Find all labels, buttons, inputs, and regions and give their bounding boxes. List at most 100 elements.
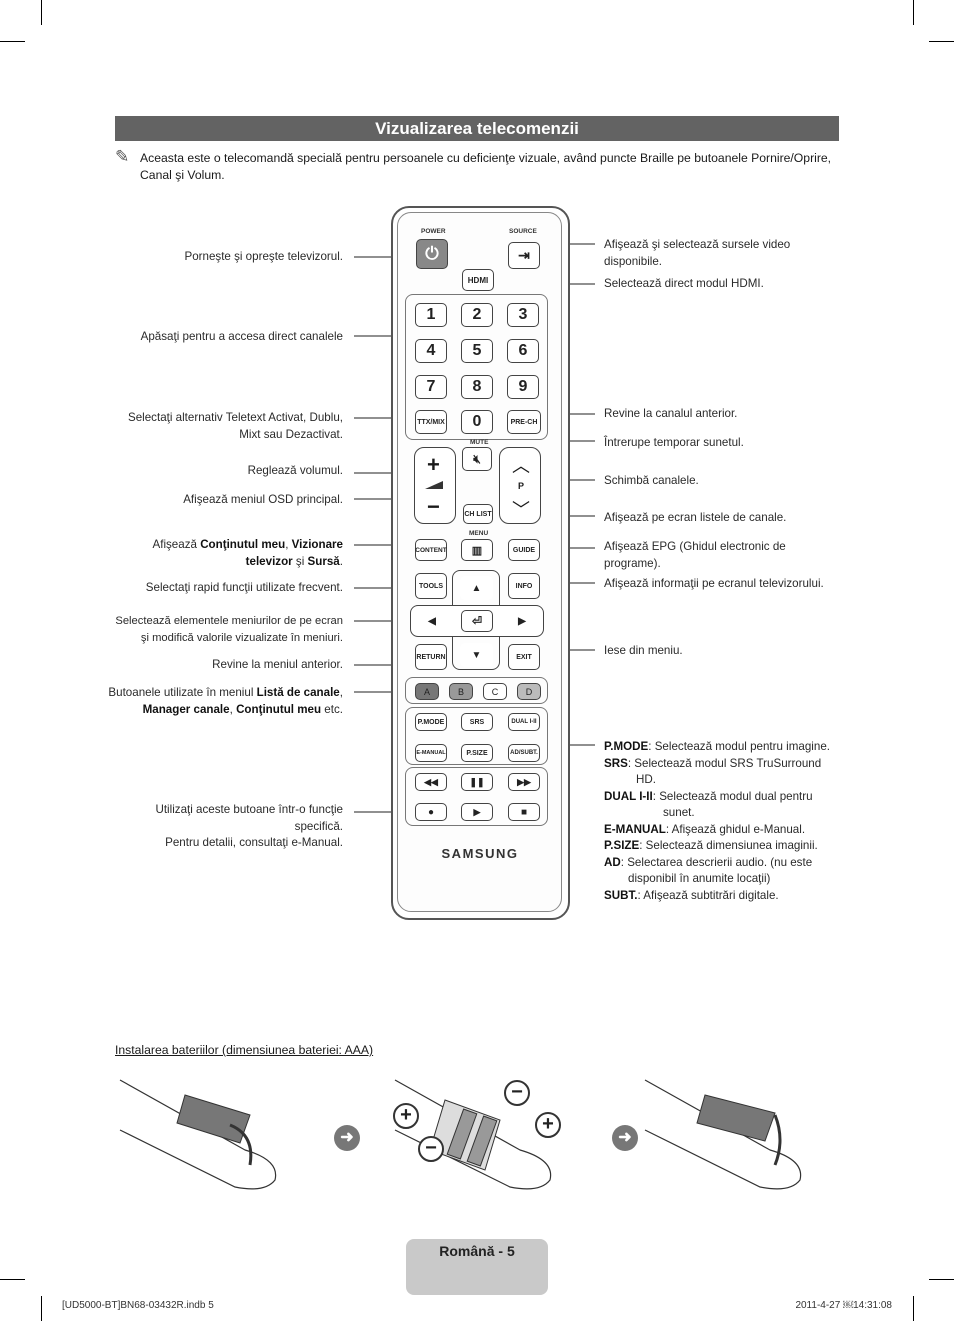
label-dual: DUAL I-II: Selectează modul dual pentru … — [604, 789, 839, 822]
record-button[interactable]: ● — [415, 803, 447, 821]
label-mute: Întrerupe temporar sunetul. — [604, 436, 744, 449]
crop-mark — [41, 1296, 42, 1321]
print-date-info: 2011-4-27 ￼14:31:08 — [795, 1300, 892, 1311]
digit-button-1[interactable]: 1 — [415, 303, 447, 327]
label-hdmi: Selectează direct modul HDMI. — [604, 277, 764, 290]
content-button[interactable]: CONTENT — [415, 539, 447, 561]
enter-button[interactable]: ⏎ — [461, 610, 493, 632]
label-channel: Schimbă canalele. — [604, 474, 699, 487]
record-icon: ● — [427, 806, 435, 818]
label-menu: Afişează meniul OSD principal. — [183, 493, 343, 506]
crop-mark — [913, 1296, 914, 1321]
play-button[interactable]: ▶ — [461, 803, 493, 821]
digit-button-9[interactable]: 9 — [507, 375, 539, 399]
digit-button-3[interactable]: 3 — [507, 303, 539, 327]
exit-button[interactable]: EXIT — [508, 644, 540, 670]
volume-rocker[interactable]: + − — [414, 447, 456, 524]
label-content-mid1: , — [285, 538, 292, 551]
color-button-a[interactable]: A — [415, 683, 439, 700]
power-button[interactable]: ⏻ — [416, 239, 448, 269]
label-content-b2: Vizionare televizor — [245, 538, 343, 568]
remote-source-label: SOURCE — [509, 228, 537, 235]
label-colors-b2: Manager canale — [142, 702, 230, 716]
nav-right-button[interactable]: ▶ — [505, 610, 539, 632]
label-subt-key: SUBT. — [604, 888, 638, 902]
stop-button[interactable]: ■ — [508, 803, 540, 821]
label-nav: Selectează elementele meniurilor de pe e… — [115, 615, 343, 644]
pmode-button[interactable]: P.MODE — [415, 713, 447, 731]
play-icon: ▶ — [473, 806, 481, 817]
battery-section-title: Instalarea bateriilor (dimensiunea bater… — [115, 1043, 374, 1057]
nav-down-button[interactable]: ▼ — [460, 643, 493, 667]
channel-rocker[interactable]: ︿ P ﹀ — [499, 447, 541, 524]
label-prech: Revine la canalul anterior. — [604, 407, 738, 420]
digit-button-7[interactable]: 7 — [415, 375, 447, 399]
menu-icon: ▥ — [471, 544, 483, 557]
ttx-button[interactable]: TTX/MIX — [415, 410, 447, 434]
label-srs: SRS: Selectează modul SRS TruSurround HD… — [604, 756, 839, 789]
label-srs-key: SRS — [604, 756, 628, 770]
label-content-b1: Conţinutul meu — [200, 538, 286, 551]
color-button-b[interactable]: B — [449, 683, 473, 700]
label-tools: Selectaţi rapid funcţii utilizate frecve… — [145, 581, 343, 594]
srs-button[interactable]: SRS — [461, 713, 493, 731]
channel-p-label: P — [518, 481, 525, 491]
prech-button[interactable]: PRE-CH — [507, 410, 541, 434]
emanual-button[interactable]: E-MANUAL — [415, 744, 447, 762]
label-psize-key: P.SIZE — [604, 839, 640, 852]
color-button-c[interactable]: C — [483, 683, 507, 700]
pause-button[interactable]: ❚❚ — [461, 773, 493, 791]
chlist-button[interactable]: CH LIST — [463, 504, 493, 524]
mute-icon: 🔇︎ — [473, 451, 481, 466]
label-colors-b3: Conţinutul meu — [236, 702, 322, 716]
label-ttx: Selectaţi alternativ Teletext Activat, D… — [127, 411, 343, 441]
return-button[interactable]: RETURN — [415, 644, 447, 670]
source-button[interactable]: ⇥ — [508, 242, 540, 269]
mute-label: MUTE — [470, 439, 489, 446]
label-pmode: P.MODE: Selectează modul pentru imagine. — [604, 739, 839, 756]
adsubt-button[interactable]: AD/SUBT. — [508, 744, 540, 762]
label-channels: Apăsaţi pentru a accesa direct canalele — [140, 330, 343, 343]
digit-button-0[interactable]: 0 — [461, 410, 493, 434]
label-info: Afişează informaţii pe ecranul televizor… — [604, 577, 824, 590]
enter-icon: ⏎ — [471, 614, 483, 628]
rewind-button[interactable]: ◀◀ — [415, 773, 447, 791]
label-ad: AD: Selectarea descrierii audio. (nu est… — [604, 855, 839, 888]
digit-button-6[interactable]: 6 — [507, 339, 539, 363]
page-title: Vizualizarea telecomenzii — [115, 116, 839, 141]
tools-button[interactable]: TOOLS — [415, 573, 447, 599]
label-emanual-text: : Afişează ghidul e-Manual. — [665, 822, 806, 836]
label-dual-text: : Selectează modul dual pentru sunet. — [652, 789, 813, 820]
label-subt-text: : Afişează subtitrări digitale. — [637, 888, 779, 902]
label-colors: Butoanele utilizate în meniul Listă de c… — [90, 685, 343, 718]
digit-button-2[interactable]: 2 — [461, 303, 493, 327]
guide-button[interactable]: GUIDE — [508, 539, 540, 561]
nav-up-button[interactable]: ▲ — [460, 576, 493, 600]
dual-button[interactable]: DUAL I-II — [508, 713, 540, 731]
label-function-keys: P.MODE: Selectează modul pentru imagine.… — [604, 739, 839, 904]
label-psize: P.SIZE: Selectează dimensiunea imaginii. — [604, 838, 839, 855]
fastforward-button[interactable]: ▶▶ — [508, 773, 540, 791]
volume-up-icon: + — [427, 452, 440, 477]
minus-terminal-icon: − — [418, 1136, 444, 1162]
stop-icon: ■ — [520, 806, 528, 818]
label-media-1: Utilizaţi aceste butoane într-o funcţie … — [155, 803, 343, 833]
label-power: Porneşte şi opreşte televizorul. — [184, 250, 343, 263]
nav-left-button[interactable]: ◀ — [415, 610, 449, 632]
hdmi-button[interactable]: HDMI — [462, 269, 494, 291]
menu-button[interactable]: ▥ — [461, 539, 493, 561]
note: ✎ Aceasta este o telecomandă specială pe… — [115, 148, 835, 184]
digit-button-4[interactable]: 4 — [415, 339, 447, 363]
color-button-d[interactable]: D — [517, 683, 541, 700]
media-panel — [405, 767, 548, 826]
psize-button[interactable]: P.SIZE — [461, 744, 493, 762]
mute-button[interactable]: 🔇︎ — [462, 447, 492, 471]
label-chlist: Afişează pe ecran listele de canale. — [604, 511, 787, 524]
digit-button-8[interactable]: 8 — [461, 375, 493, 399]
info-button[interactable]: INFO — [508, 573, 540, 599]
plus-terminal-icon: + — [535, 1112, 561, 1138]
digit-button-5[interactable]: 5 — [461, 339, 493, 363]
label-pmode-key: P.MODE — [604, 740, 649, 753]
label-ad-text: : Selectarea descrierii audio. (nu este … — [620, 855, 813, 886]
crop-mark — [0, 1279, 25, 1280]
